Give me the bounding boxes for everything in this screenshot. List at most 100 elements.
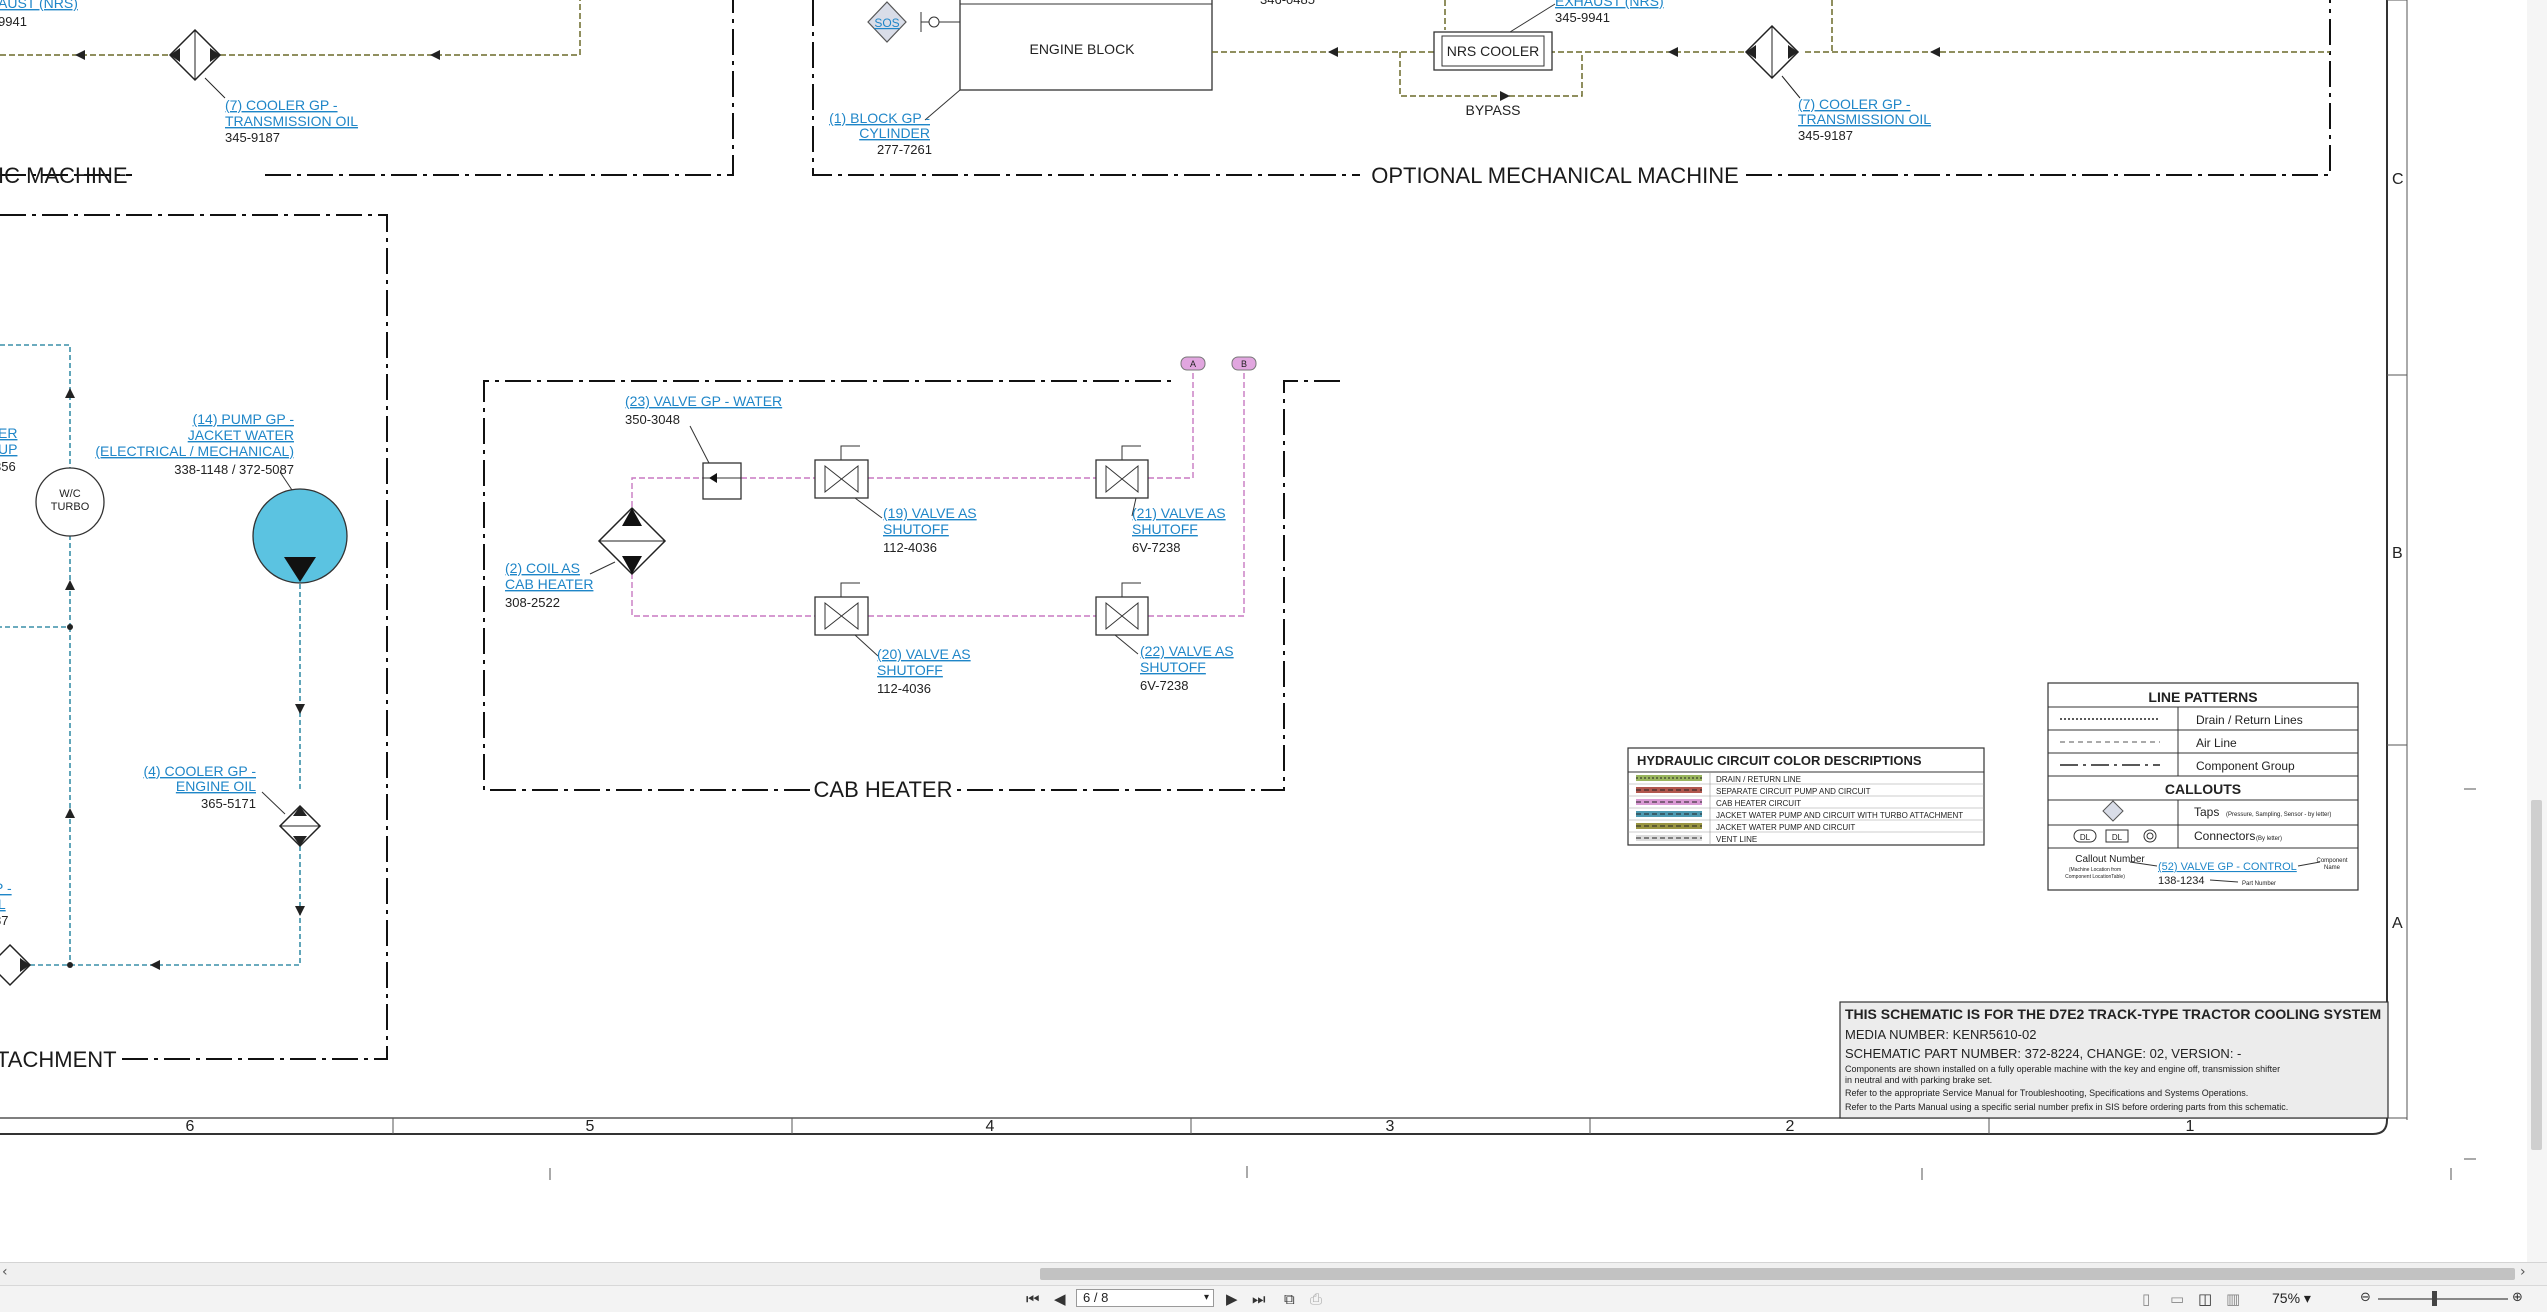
legend-label: Drain / Return Lines [2196, 713, 2303, 727]
legend-label: VENT LINE [1716, 835, 1757, 844]
horizontal-scroll-thumb[interactable] [1040, 1268, 2515, 1280]
chevron-down-icon[interactable]: ▾ [1203, 1292, 1209, 1303]
page-number-field[interactable]: 6 / 8▾ [1076, 1289, 1214, 1307]
coil-cab-heater-link[interactable]: (2) COIL AS [505, 560, 580, 576]
zoom-in-icon[interactable]: ⊕ [2512, 1290, 2523, 1305]
exhaust-nrs-link[interactable]: EXHAUST (NRS) [1555, 0, 1664, 9]
coil-cab-heater-link[interactable]: CAB HEATER [505, 576, 593, 592]
previous-page-icon[interactable]: ◀ [1054, 1290, 1066, 1308]
svg-text:9941: 9941 [0, 14, 27, 29]
line-patterns-legend [2047, 682, 2359, 891]
valve-shutoff-link[interactable]: SHUTOFF [883, 521, 949, 537]
svg-text:346-0485: 346-0485 [1260, 0, 1315, 7]
engine-block: ENGINE BLOCK [959, 0, 1213, 91]
svg-text:6V-7238: 6V-7238 [1140, 678, 1188, 693]
zoom-slider-handle[interactable] [2432, 1291, 2437, 1306]
valve-shutoff-link[interactable]: SHUTOFF [1132, 521, 1198, 537]
document-viewport[interactable]: 6 5 4 3 2 1 C B A IC MACHINE AUST (NRS) … [0, 0, 2547, 1262]
vertical-scroll-thumb[interactable] [2531, 800, 2542, 1150]
cooler-transmission-oil-left [168, 28, 222, 82]
color-legend: HYDRAULIC CIRCUIT COLOR DESCRIPTIONS [1627, 747, 1985, 846]
valve-water-link[interactable]: (23) VALVE GP - WATER [625, 393, 782, 409]
grid-label: 1 [2186, 1118, 2195, 1135]
next-page-icon[interactable]: ▶ [1226, 1290, 1238, 1308]
section-title: TACHMENT [0, 1047, 117, 1072]
legend-label: Connectors [2194, 829, 2255, 843]
valve-shutoff-link[interactable]: (22) VALVE AS [1140, 643, 1234, 659]
svg-text:ER[interactable]: ER [0, 425, 17, 441]
valve-shutoff-link[interactable]: (19) VALVE AS [883, 505, 977, 521]
zoom-level-field[interactable]: 75% ▾ [2272, 1290, 2311, 1306]
cooler-engine-oil-link[interactable]: ENGINE OIL [176, 778, 256, 794]
block-cylinder-link[interactable]: CYLINDER [859, 125, 930, 141]
connector-b[interactable]: B [1231, 356, 1257, 371]
continuous-view-icon[interactable]: ▭ [2170, 1290, 2185, 1308]
title-block-note: in neutral and with parking brake set. [1845, 1075, 1992, 1085]
legend-label: DRAIN / RETURN LINE [1716, 775, 1801, 784]
cooler-engine-oil-link[interactable]: (4) COOLER GP - [143, 763, 256, 779]
title-block-note: Components are shown installed on a full… [1845, 1064, 2280, 1074]
shutoff-valve-19 [814, 445, 869, 499]
fit-page-icon[interactable]: ⧉ [1284, 1290, 1295, 1308]
valve-shutoff-link[interactable]: (21) VALVE AS [1132, 505, 1226, 521]
scroll-right-icon[interactable]: › [2520, 1264, 2526, 1280]
grid-ticks [392, 788, 2476, 1180]
valve-shutoff-link[interactable]: (20) VALVE AS [877, 646, 971, 662]
svg-text:112-4036: 112-4036 [877, 681, 931, 696]
coil-cab-heater [597, 506, 667, 576]
zoom-out-icon[interactable]: ⊖ [2360, 1290, 2371, 1305]
legend-label: JACKET WATER PUMP AND CIRCUIT [1716, 823, 1855, 832]
cooler-transmission-oil-link[interactable]: (7) COOLER GP - [225, 97, 338, 113]
legend-label: Component Group [2196, 759, 2295, 773]
two-page-view-icon[interactable]: ◫ [2198, 1290, 2213, 1308]
valve-water [702, 462, 742, 500]
grid-label: B [2392, 545, 2403, 562]
svg-text:W/C: W/C [59, 488, 80, 500]
horizontal-scrollbar[interactable]: ‹ › [0, 1262, 2547, 1285]
cooler-transmission-oil-link[interactable]: TRANSMISSION OIL [1798, 111, 1931, 127]
svg-text:138-1234: 138-1234 [2158, 875, 2205, 887]
pump-jacket-water-link[interactable]: JACKET WATER [188, 427, 294, 443]
grid-label: A [2392, 915, 2403, 932]
component-group-optional-mechanical [812, 0, 2331, 176]
svg-text:Component: Component [2316, 858, 2347, 864]
section-title: OPTIONAL MECHANICAL MACHINE [1371, 163, 1739, 188]
cooler-transmission-oil-link[interactable]: TRANSMISSION OIL [225, 113, 358, 129]
component-group-cab-heater [957, 380, 1340, 791]
block-cylinder-link[interactable]: (1) BLOCK GP - [829, 110, 930, 126]
valve-shutoff-link[interactable]: SHUTOFF [1140, 659, 1206, 675]
sos-tap[interactable]: SOS [867, 1, 907, 43]
legend-label: JACKET WATER PUMP AND CIRCUIT WITH TURBO… [1716, 811, 1963, 820]
svg-text:UP[interactable]: UP [0, 441, 17, 457]
svg-text:112-4036: 112-4036 [883, 540, 937, 555]
last-page-icon[interactable]: ⏭ [1252, 1290, 1266, 1308]
legend-label: Taps [2194, 805, 2219, 819]
svg-text:SOS: SOS [874, 16, 899, 30]
svg-text:IL[interactable]: IL [0, 896, 6, 912]
cab-heater-circuit-line [631, 370, 1245, 617]
vertical-scrollbar[interactable] [2527, 0, 2547, 1262]
shutoff-valve-20 [814, 582, 869, 636]
legend-title: LINE PATTERNS [2148, 689, 2257, 705]
two-page-continuous-icon[interactable]: ▥ [2226, 1290, 2241, 1308]
svg-text:HYDRAULIC CIRCUIT COLOR DESCRI: HYDRAULIC CIRCUIT COLOR DESCRIPTIONS [1637, 753, 1922, 768]
valve-shutoff-link[interactable]: SHUTOFF [877, 662, 943, 678]
svg-text:308-2522: 308-2522 [505, 595, 560, 610]
single-page-view-icon[interactable]: ▯ [2142, 1290, 2151, 1308]
example-callout-link[interactable]: (52) VALVE GP - CONTROL [2158, 861, 2297, 873]
cooler-fragment-left [0, 943, 32, 987]
print-icon[interactable]: ⎙ [1310, 1290, 1323, 1308]
pump-jacket-water-link[interactable]: (ELECTRICAL / MECHANICAL) [95, 443, 294, 459]
component-group-attachment [0, 214, 388, 1060]
svg-text:350-3048: 350-3048 [625, 412, 680, 427]
status-bar: ⏮ ◀ 6 / 8▾ ▶ ⏭ ⧉ ⎙ ▯ ▭ ◫ ▥ 75% ▾ ⊖ ⊕ [0, 1285, 2547, 1312]
exhaust-nrs-link[interactable]: AUST (NRS) [0, 0, 78, 11]
first-page-icon[interactable]: ⏮ [1026, 1290, 1040, 1308]
svg-text:P -[interactable]: P - [0, 880, 12, 896]
cooler-transmission-oil-link[interactable]: (7) COOLER GP - [1798, 96, 1911, 112]
connector-a[interactable]: A [1180, 356, 1206, 371]
pump-jacket-water-link[interactable]: (14) PUMP GP - [193, 411, 295, 427]
title-block-text: MEDIA NUMBER: KENR5610-02 [1845, 1027, 2036, 1042]
scroll-left-icon[interactable]: ‹ [2, 1264, 8, 1280]
zoom-slider[interactable] [2378, 1298, 2508, 1300]
